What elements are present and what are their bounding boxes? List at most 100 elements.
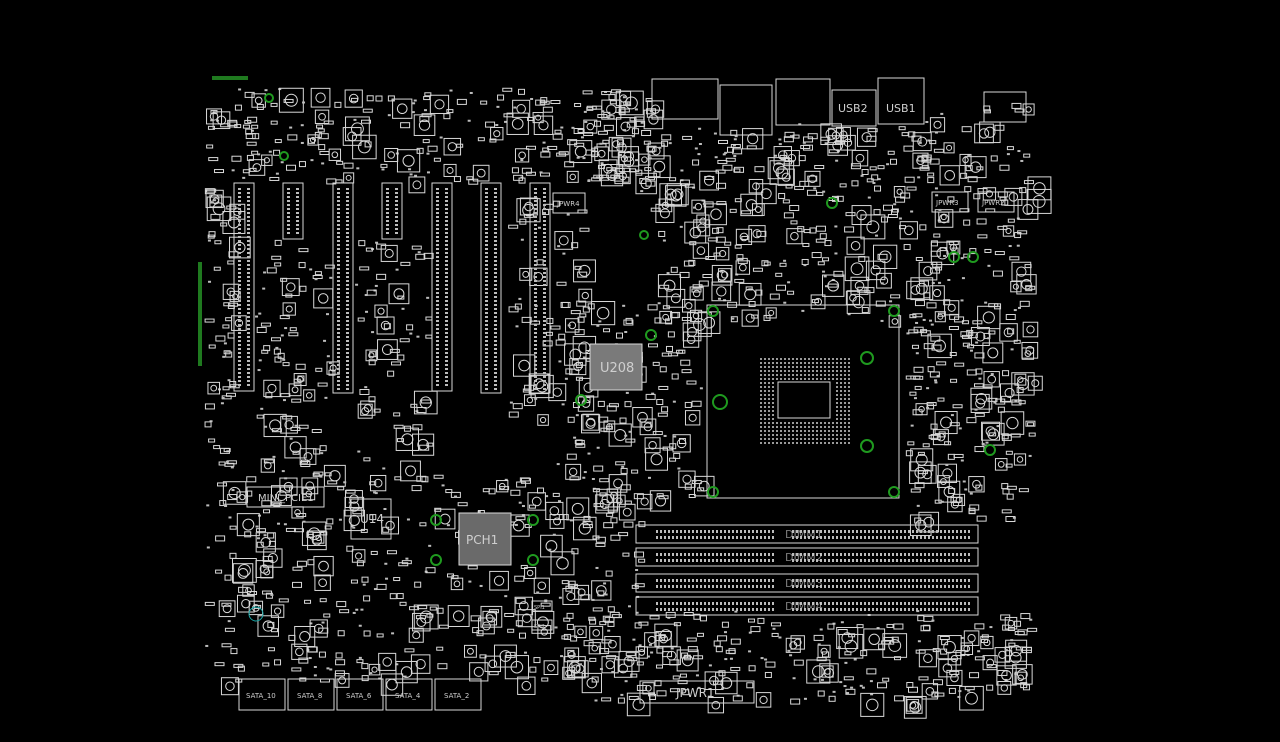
sata-8-port[interactable] xyxy=(287,678,335,711)
audio-connector[interactable] xyxy=(719,84,773,136)
ic-center xyxy=(1005,227,1012,235)
jpwr3-header[interactable] xyxy=(931,191,969,213)
smd-pad xyxy=(803,264,807,267)
dimm3-slot[interactable] xyxy=(635,573,979,593)
smd-part xyxy=(1018,488,1029,493)
dvi-connector[interactable] xyxy=(775,78,831,126)
slot-pin xyxy=(436,196,439,198)
dimm-pin xyxy=(860,585,862,588)
sata-10-port[interactable] xyxy=(238,678,286,711)
dimm-pin xyxy=(884,530,886,533)
smd-pad xyxy=(313,665,317,668)
smd-part xyxy=(565,368,573,375)
sata-2-port[interactable] xyxy=(434,678,482,711)
smd-part xyxy=(931,691,939,698)
dimm1-slot[interactable] xyxy=(635,524,979,544)
ic-part xyxy=(565,318,580,333)
spi2-header[interactable] xyxy=(531,619,553,631)
smd-part xyxy=(769,293,780,300)
u14-chip[interactable] xyxy=(350,498,392,540)
jpwr1-atx-connector[interactable] xyxy=(639,680,755,704)
vga-connector[interactable] xyxy=(651,78,719,120)
dimm-pin xyxy=(684,536,686,539)
smd-part xyxy=(242,124,250,129)
smd-part xyxy=(357,317,365,322)
smd-pad xyxy=(284,477,288,480)
slot-pin xyxy=(534,360,537,362)
pcie-slot-4[interactable] xyxy=(381,182,403,240)
socket-pin xyxy=(808,370,810,372)
slot-pin xyxy=(436,224,439,226)
jpwr2-header[interactable] xyxy=(977,191,1015,213)
socket-pin xyxy=(840,430,842,432)
socket-pin xyxy=(776,438,778,440)
smd-pad xyxy=(348,501,352,504)
pcie-slot-5[interactable] xyxy=(431,182,453,392)
ic-center xyxy=(371,666,378,673)
dimm2-slot[interactable] xyxy=(635,547,979,567)
socket-pin xyxy=(788,378,790,380)
ic-center xyxy=(606,423,613,430)
smd-part xyxy=(929,371,940,378)
ic-center xyxy=(888,639,902,652)
socket-pin xyxy=(796,366,798,368)
u208-chip[interactable] xyxy=(589,343,643,391)
smd-pad xyxy=(698,143,702,146)
smd-pad xyxy=(1004,649,1008,652)
dimm-pin xyxy=(892,608,894,611)
mini-pcie-slot[interactable] xyxy=(246,486,325,508)
usb1-connector[interactable] xyxy=(877,77,925,125)
ic-part xyxy=(469,662,489,682)
dimm-pin xyxy=(924,579,926,582)
pcie-slot-6[interactable] xyxy=(480,182,502,394)
smd-part xyxy=(229,525,237,530)
pcie-slot-7[interactable] xyxy=(529,182,551,394)
smd-part xyxy=(525,171,536,176)
sata-4-port[interactable] xyxy=(385,678,433,711)
cpu-socket-outline[interactable] xyxy=(706,304,900,499)
pcie-slot-1[interactable] xyxy=(233,182,255,392)
ic-center xyxy=(612,140,620,149)
slot-pin xyxy=(386,224,389,226)
ic-part xyxy=(649,490,672,512)
smd-part xyxy=(627,657,638,662)
smd-pad xyxy=(423,412,427,415)
dimm-pin xyxy=(872,579,874,582)
smd-part xyxy=(397,295,405,300)
ic-part xyxy=(689,309,703,322)
dimm-pin xyxy=(672,530,674,533)
smd-pad xyxy=(567,666,571,669)
smd-part xyxy=(369,514,377,521)
dimm-pin xyxy=(960,559,962,562)
slot-pin xyxy=(287,188,290,190)
dimm-pin xyxy=(792,602,794,605)
dimm-pin xyxy=(916,608,918,611)
socket-pin xyxy=(776,426,778,428)
ic-center xyxy=(526,396,534,404)
usb2-connector[interactable] xyxy=(831,89,877,127)
dimm-pin xyxy=(896,585,898,588)
spi1-header[interactable] xyxy=(531,600,553,612)
smd-part xyxy=(515,516,526,521)
pcie-slot-2[interactable] xyxy=(282,182,304,240)
smd-part xyxy=(213,445,221,450)
smd-part xyxy=(601,697,612,702)
smd-part xyxy=(699,615,707,622)
socket-pin xyxy=(800,378,802,380)
slot-pin xyxy=(346,284,349,286)
socket-pin xyxy=(812,434,814,436)
socket-pin xyxy=(796,442,798,444)
sata-6-port[interactable] xyxy=(336,678,384,711)
ic-center xyxy=(498,482,506,490)
ic-part xyxy=(740,193,763,217)
lan-connector[interactable] xyxy=(983,91,1027,123)
slot-pin xyxy=(445,208,448,210)
socket-pin xyxy=(764,442,766,444)
pcie-slot-3[interactable] xyxy=(332,182,354,394)
slot-pin xyxy=(485,268,488,270)
pch-chip[interactable] xyxy=(458,512,512,566)
jpwr4-header[interactable] xyxy=(552,192,586,214)
smd-part xyxy=(717,635,728,642)
dimm4-slot[interactable] xyxy=(635,596,979,616)
